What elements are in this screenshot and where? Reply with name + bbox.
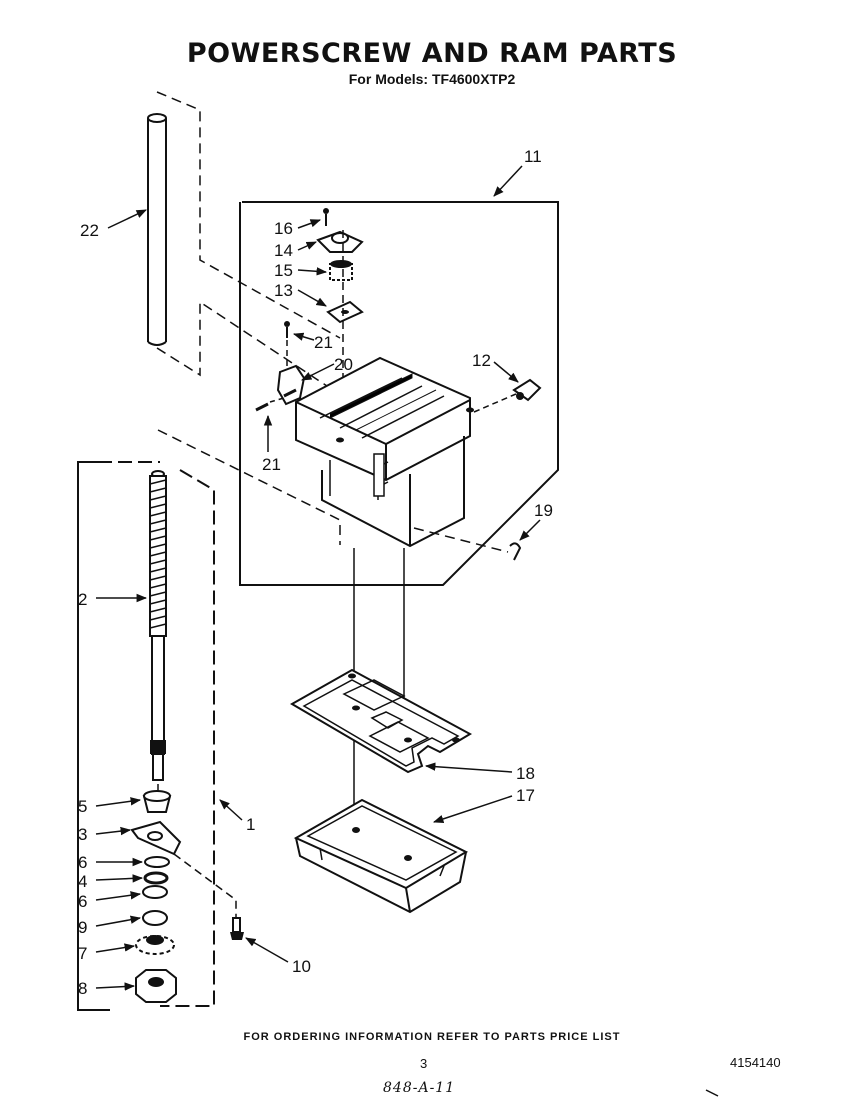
callout-21-lower: 21 bbox=[262, 455, 281, 474]
assembly-1-dashed-box bbox=[78, 461, 215, 1007]
part-4-washer bbox=[143, 871, 169, 885]
callout-18: 18 bbox=[516, 764, 535, 783]
model-subtitle: For Models: TF4600XTP2 bbox=[348, 71, 516, 87]
part-10-bolt bbox=[230, 917, 244, 940]
part-3-plate bbox=[130, 820, 182, 856]
part-18-gasket bbox=[289, 668, 473, 774]
ram-body bbox=[295, 356, 474, 548]
part-8-nut bbox=[135, 969, 177, 1003]
part-12-pin bbox=[512, 378, 542, 402]
callout-15: 15 bbox=[274, 261, 293, 280]
handwritten-note: 848-A-11 bbox=[383, 1080, 456, 1096]
document-number: 4154140 bbox=[730, 1055, 781, 1070]
part-17-pan bbox=[293, 798, 469, 914]
part-7-sprocket bbox=[135, 935, 175, 955]
tube-dashed-outline bbox=[156, 91, 341, 393]
callout-4: 4 bbox=[78, 872, 87, 891]
callout-20: 20 bbox=[334, 355, 353, 374]
callout-11: 11 bbox=[524, 147, 542, 166]
callout-19: 19 bbox=[534, 501, 553, 520]
part-21-screw-lower bbox=[255, 402, 269, 412]
callout-10: 10 bbox=[292, 957, 311, 976]
callout-16: 16 bbox=[274, 219, 293, 238]
bolt-dashed-path bbox=[173, 853, 237, 918]
part-22-tube bbox=[147, 113, 167, 346]
part-15-gear bbox=[329, 260, 353, 281]
part-14-bracket bbox=[316, 230, 364, 253]
page-number: 3 bbox=[420, 1056, 428, 1071]
callout-12: 12 bbox=[472, 351, 491, 370]
callout-6-upper: 6 bbox=[78, 853, 87, 872]
callout-17: 17 bbox=[516, 786, 535, 805]
part-2-powerscrew bbox=[149, 470, 167, 781]
part-16-screw bbox=[323, 208, 329, 226]
callout-21-upper: 21 bbox=[314, 333, 333, 352]
part-12-axis bbox=[473, 393, 517, 413]
part-6-washer-lower bbox=[142, 885, 168, 899]
ordering-info-note: FOR ORDERING INFORMATION REFER TO PARTS … bbox=[243, 1031, 621, 1043]
callout-14: 14 bbox=[274, 241, 293, 260]
part-20-switch bbox=[276, 364, 306, 406]
callout-5: 5 bbox=[78, 797, 87, 816]
page-title: POWERSCREW AND RAM PARTS bbox=[186, 38, 678, 69]
corner-mark bbox=[705, 1089, 719, 1097]
callout-9: 9 bbox=[78, 918, 87, 937]
leader-arrows bbox=[95, 165, 541, 991]
part-13-plate bbox=[326, 300, 364, 324]
part-9-spacer bbox=[142, 910, 168, 926]
callout-22: 22 bbox=[80, 221, 99, 240]
callout-7: 7 bbox=[78, 944, 87, 963]
callout-13: 13 bbox=[274, 281, 293, 300]
part-19-axis bbox=[413, 527, 509, 553]
part-19-clip bbox=[509, 542, 522, 561]
part-21-screw-upper bbox=[284, 321, 290, 338]
screw-dashed-path bbox=[157, 429, 341, 796]
assembly-1-bracket bbox=[77, 461, 110, 1011]
part-6-washer-upper bbox=[144, 856, 170, 868]
callout-1: 1 bbox=[246, 815, 255, 834]
callout-8: 8 bbox=[78, 979, 87, 998]
callout-6-lower: 6 bbox=[78, 892, 87, 911]
callout-2: 2 bbox=[78, 590, 87, 609]
part-5-bearing bbox=[142, 790, 172, 813]
assembly-11-box bbox=[239, 201, 559, 586]
callout-3: 3 bbox=[78, 825, 87, 844]
